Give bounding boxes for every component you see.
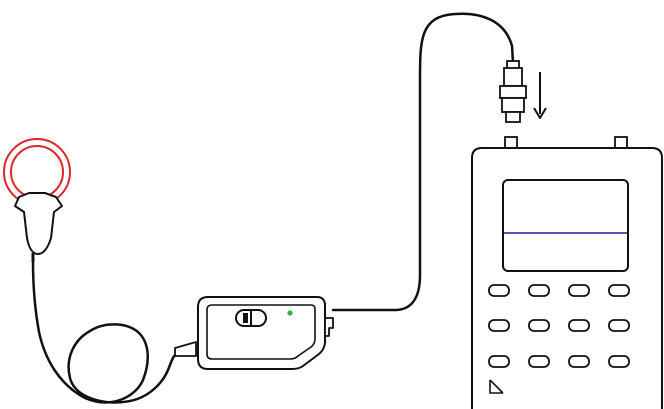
adapter-switch-knob-left: [243, 313, 248, 323]
keypad-button: [608, 284, 630, 297]
current-clamp-head: [14, 192, 63, 255]
instrument-screen: [502, 179, 629, 272]
adapter-front-panel: [206, 304, 316, 360]
triangle-marker-diagonal: [489, 379, 504, 394]
bnc-connector: [499, 60, 527, 123]
bnc-body-upper: [503, 67, 523, 87]
bnc-body-lower: [501, 97, 525, 113]
keypad-button: [528, 319, 550, 332]
keypad-button: [488, 355, 510, 368]
keypad-button: [528, 355, 550, 368]
keypad-button: [608, 319, 630, 332]
output-cable: [331, 12, 515, 312]
keypad-button: [568, 284, 590, 297]
triangle-marker-icon: [489, 380, 503, 394]
adapter-cable-gland: [174, 341, 197, 357]
bnc-body-ring: [499, 85, 527, 99]
probe-cable: [31, 260, 200, 404]
down-arrow-icon: [533, 72, 547, 119]
bnc-tip: [505, 111, 521, 123]
current-clamp-loop-inner: [10, 145, 64, 199]
keypad-button: [568, 355, 590, 368]
flexible-current-probe: [3, 138, 71, 262]
keypad-button: [488, 284, 510, 297]
keypad-button: [528, 284, 550, 297]
adapter-output-connector: [324, 317, 334, 337]
indicator-led: [287, 310, 293, 316]
keypad-button: [608, 355, 630, 368]
probe-adapter-box: [174, 296, 334, 370]
keypad-button: [488, 319, 510, 332]
handheld-instrument: [471, 136, 663, 409]
keypad-button: [568, 319, 590, 332]
